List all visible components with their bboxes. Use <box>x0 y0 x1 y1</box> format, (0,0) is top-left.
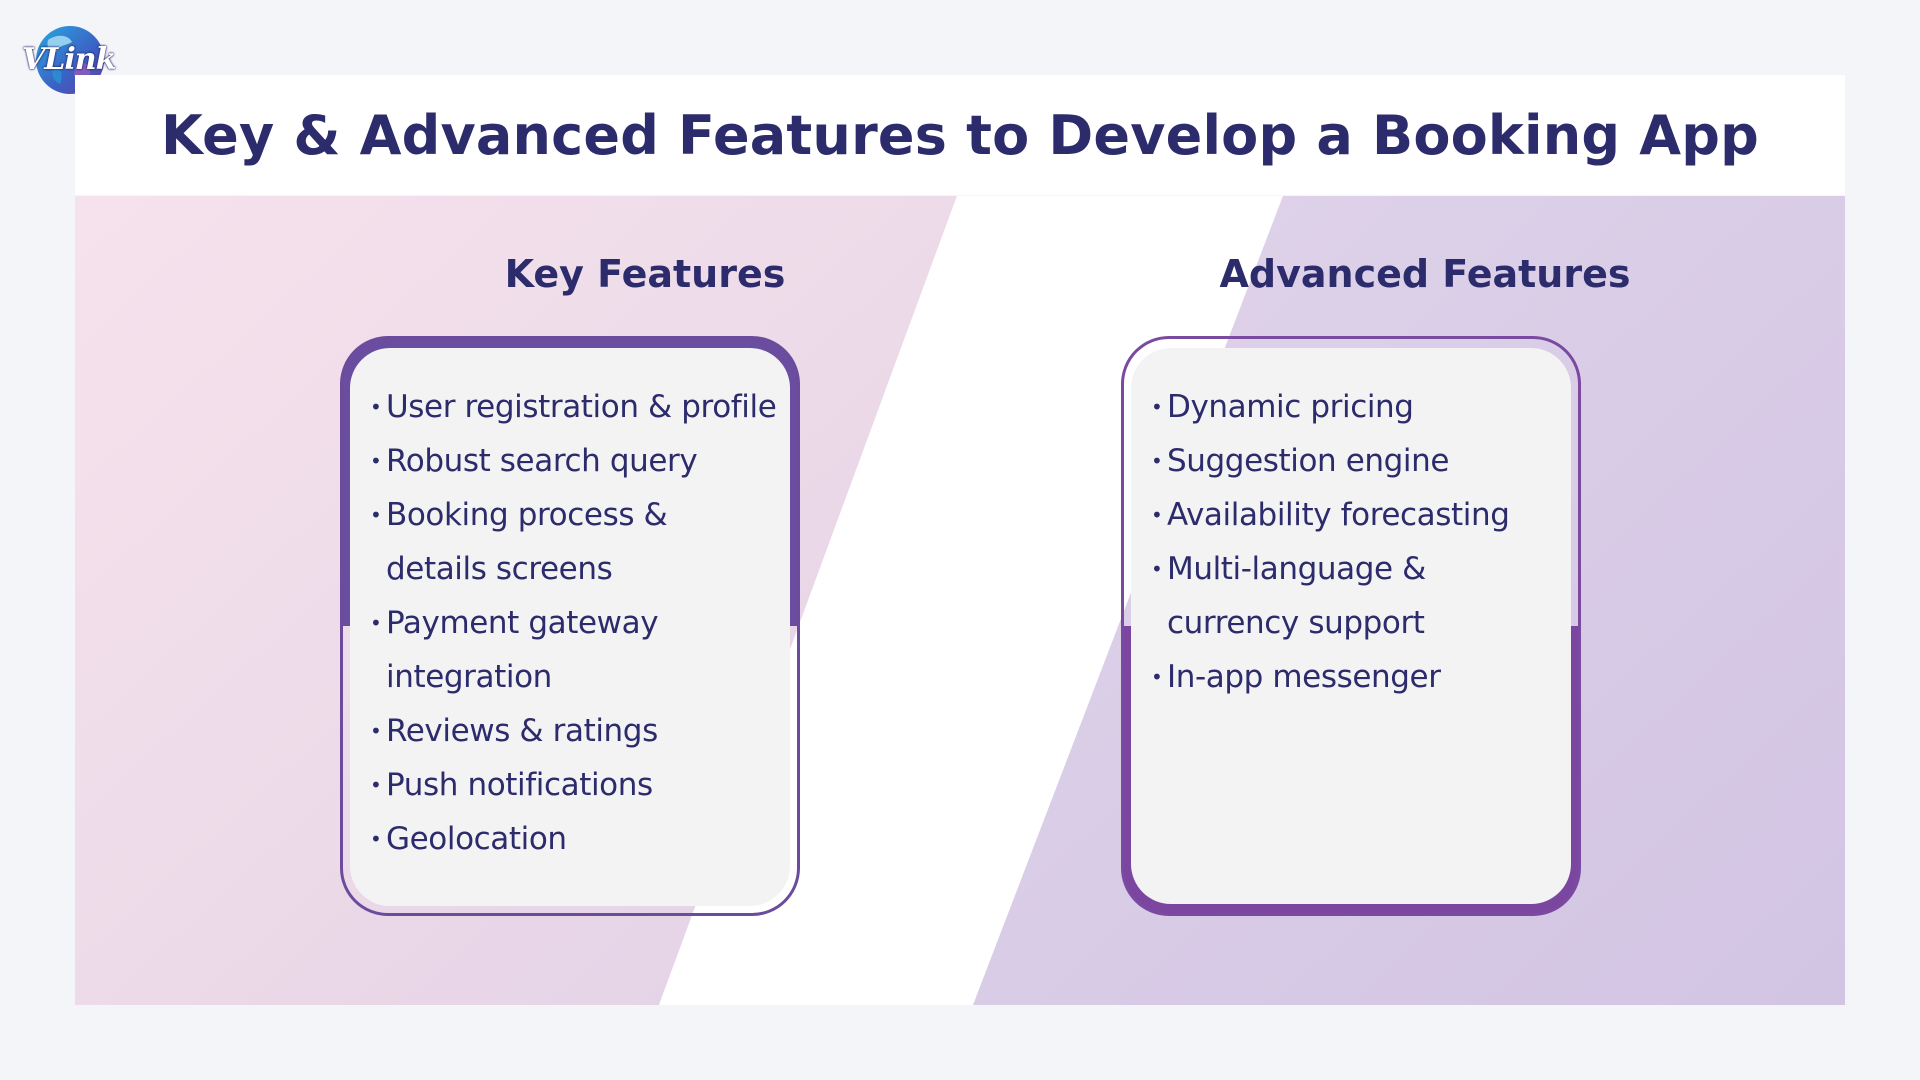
key-features-card: •User registration & profile •Robust sea… <box>340 336 800 916</box>
key-features-list: •User registration & profile •Robust sea… <box>370 380 784 866</box>
card-body: •Dynamic pricing •Suggestion engine •Ava… <box>1131 348 1571 904</box>
bullet-icon: • <box>370 611 382 635</box>
advanced-features-list: •Dynamic pricing •Suggestion engine •Ava… <box>1151 380 1565 704</box>
bullet-icon: • <box>370 773 382 797</box>
bullet-icon: • <box>370 449 382 473</box>
list-item: •Availability forecasting <box>1151 488 1565 542</box>
list-item: •Booking process & details screens <box>370 488 670 596</box>
bullet-icon: • <box>1151 395 1163 419</box>
features-panel: Key Features •User registration & profil… <box>75 196 1845 1005</box>
list-item: •Dynamic pricing <box>1151 380 1565 434</box>
bullet-icon: • <box>370 719 382 743</box>
bullet-icon: • <box>370 395 382 419</box>
bullet-icon: • <box>370 827 382 851</box>
bullet-icon: • <box>1151 449 1163 473</box>
vlink-logo[interactable]: VLink <box>20 22 132 100</box>
page-title: Key & Advanced Features to Develop a Boo… <box>161 103 1759 167</box>
list-item: •Geolocation <box>370 812 784 866</box>
bullet-icon: • <box>370 503 382 527</box>
list-item: •Payment gateway integration <box>370 596 670 704</box>
list-item: •In-app messenger <box>1151 650 1565 704</box>
bullet-icon: • <box>1151 665 1163 689</box>
bullet-icon: • <box>1151 557 1163 581</box>
logo-text: VLink <box>22 42 116 77</box>
key-features-heading: Key Features <box>504 252 786 296</box>
bullet-icon: • <box>1151 503 1163 527</box>
advanced-features-heading: Advanced Features <box>1219 252 1631 296</box>
list-item: •Multi-language & currency support <box>1151 542 1451 650</box>
title-band: Key & Advanced Features to Develop a Boo… <box>75 75 1845 195</box>
advanced-features-card: •Dynamic pricing •Suggestion engine •Ava… <box>1121 336 1581 916</box>
card-body: •User registration & profile •Robust sea… <box>350 348 790 906</box>
list-item: •Robust search query <box>370 434 784 488</box>
list-item: •User registration & profile <box>370 380 784 434</box>
list-item: •Suggestion engine <box>1151 434 1565 488</box>
list-item: •Push notifications <box>370 758 784 812</box>
list-item: •Reviews & ratings <box>370 704 784 758</box>
